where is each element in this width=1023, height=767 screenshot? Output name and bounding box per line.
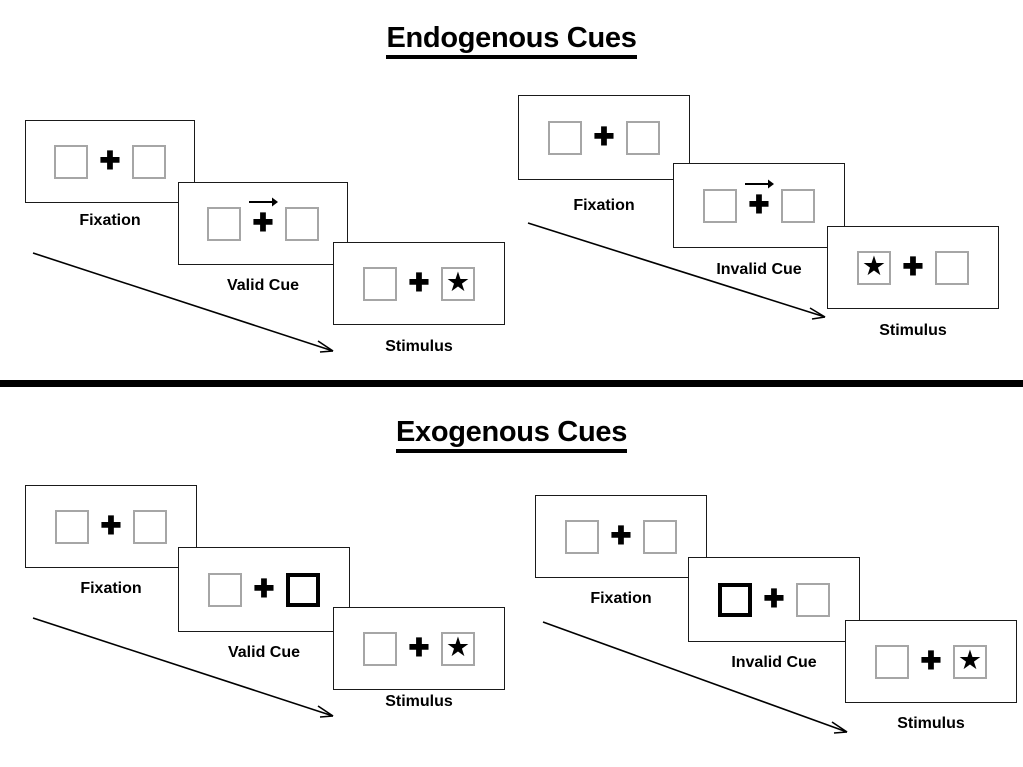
- panel-label-exo-valid-fixation: Fixation: [80, 580, 142, 597]
- right-arrow-icon: [249, 197, 278, 207]
- box-right-with-star: ★: [441, 266, 475, 301]
- box-right-with-star: ★: [953, 644, 987, 679]
- box-left: [875, 644, 909, 679]
- panel-endo-invalid-stimulus: ★ ✚: [827, 226, 999, 309]
- fixation-plus-icon: ✚: [737, 179, 781, 218]
- section-divider: [0, 380, 1023, 387]
- star-icon: ★: [445, 267, 471, 297]
- flow-arrow-exo-valid: [32, 617, 334, 718]
- fixation-plus-icon: ✚: [408, 634, 430, 662]
- fixation-plus-icon: ✚: [593, 123, 615, 151]
- panel-exo-invalid-stimulus: ✚ ★: [845, 620, 1017, 703]
- box-right-with-star: ★: [441, 631, 475, 666]
- flow-arrow-exo-invalid: [542, 621, 848, 734]
- fixation-plus-icon: ✚: [610, 522, 632, 550]
- box-left: [54, 144, 88, 179]
- section-title-exogenous: Exogenous Cues: [0, 416, 1023, 453]
- box-left: [363, 631, 397, 666]
- panel-exo-valid-stimulus: ✚ ★: [333, 607, 505, 690]
- box-right: [796, 582, 830, 617]
- box-right: [132, 144, 166, 179]
- panel-endo-valid-cue: ✚: [178, 182, 348, 265]
- section-endogenous: Endogenous Cues ✚ Fixation ✚ Valid Cue: [0, 22, 1023, 355]
- fixation-plus-icon: ✚: [241, 197, 285, 236]
- box-left: [565, 519, 599, 554]
- box-right: [643, 519, 677, 554]
- box-left: [208, 572, 242, 607]
- box-left: [55, 509, 89, 544]
- box-right: [781, 188, 815, 223]
- section-title-exogenous-text: Exogenous Cues: [395, 416, 627, 453]
- panel-label-exo-valid-cue: Valid Cue: [227, 644, 301, 661]
- box-left: [207, 206, 241, 241]
- star-icon: ★: [957, 645, 983, 675]
- panel-endo-valid-stimulus: ✚ ★: [333, 242, 505, 325]
- section-title-endogenous: Endogenous Cues: [0, 22, 1023, 59]
- star-icon: ★: [861, 251, 887, 281]
- panel-label-endo-invalid-fixation: Fixation: [573, 197, 635, 214]
- panel-label-endo-invalid-stimulus: Stimulus: [879, 322, 947, 339]
- panel-endo-valid-fixation: ✚: [25, 120, 195, 203]
- right-arrow-icon: [745, 179, 774, 189]
- box-left-with-star: ★: [857, 250, 891, 285]
- panel-exo-invalid-fixation: ✚: [535, 495, 707, 578]
- fixation-plus-icon: ✚: [253, 575, 275, 603]
- panel-label-endo-valid-cue: Valid Cue: [226, 277, 300, 294]
- box-left: [363, 266, 397, 301]
- box-right: [285, 206, 319, 241]
- fixation-plus-icon: ✚: [99, 147, 121, 175]
- panel-label-exo-valid-stimulus: Stimulus: [385, 693, 453, 710]
- panel-exo-valid-fixation: ✚: [25, 485, 197, 568]
- box-left: [703, 188, 737, 223]
- panel-endo-invalid-fixation: ✚: [518, 95, 690, 180]
- panel-exo-valid-cue: ✚: [178, 547, 350, 632]
- panel-label-exo-invalid-cue: Invalid Cue: [731, 654, 817, 671]
- section-title-endogenous-text: Endogenous Cues: [386, 22, 637, 59]
- panel-endo-invalid-cue: ✚: [673, 163, 845, 248]
- panel-label-endo-invalid-cue: Invalid Cue: [716, 261, 802, 278]
- fixation-plus-icon: ✚: [100, 512, 122, 540]
- flow-arrow-endo-valid: [32, 252, 334, 353]
- box-left: [548, 120, 582, 155]
- box-right: [626, 120, 660, 155]
- box-left-highlighted: [718, 582, 752, 617]
- flow-arrow-endo-invalid: [527, 222, 826, 320]
- panel-label-exo-invalid-stimulus: Stimulus: [897, 715, 965, 732]
- fixation-plus-icon: ✚: [902, 253, 924, 281]
- star-icon: ★: [445, 632, 471, 662]
- panel-label-endo-valid-fixation: Fixation: [79, 212, 141, 229]
- section-exogenous: Exogenous Cues ✚ Fixation ✚ Valid Cue ✚: [0, 392, 1023, 767]
- box-right-highlighted: [286, 572, 320, 607]
- panel-label-endo-valid-stimulus: Stimulus: [385, 338, 453, 355]
- fixation-plus-icon: ✚: [920, 647, 942, 675]
- fixation-plus-icon: ✚: [408, 269, 430, 297]
- box-right: [133, 509, 167, 544]
- panel-label-exo-invalid-fixation: Fixation: [590, 590, 652, 607]
- panel-exo-invalid-cue: ✚: [688, 557, 860, 642]
- fixation-plus-icon: ✚: [763, 585, 785, 613]
- box-right: [935, 250, 969, 285]
